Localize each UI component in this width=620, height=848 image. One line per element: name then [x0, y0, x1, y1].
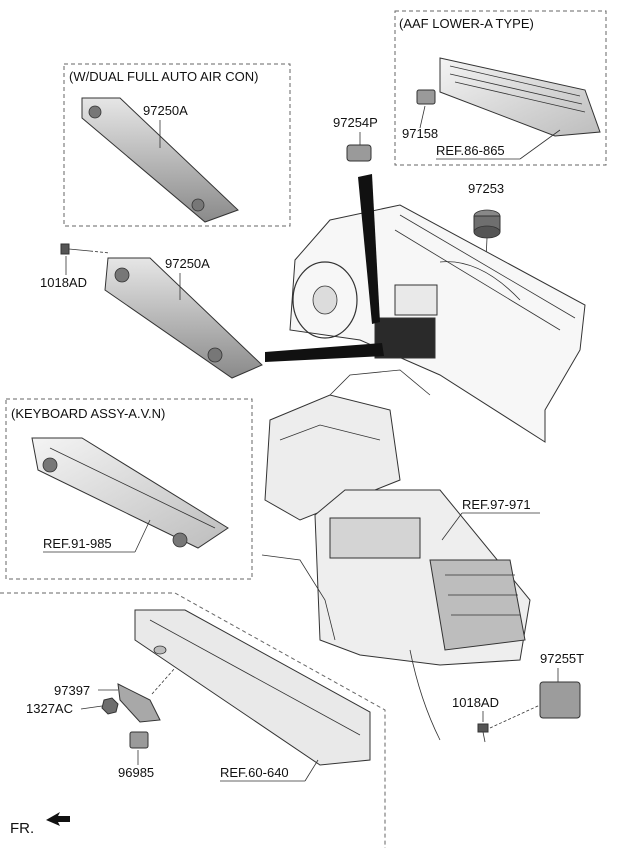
label-96985: 96985 [118, 765, 154, 780]
screw-1018AD-left [60, 243, 91, 255]
part-keyboard-assy [31, 437, 229, 549]
dashboard-illustration [264, 204, 586, 521]
label-97397: 97397 [54, 683, 90, 698]
nut-1327AC [101, 697, 119, 715]
bumper-area-border [0, 592, 386, 848]
leader-band-97254P [358, 174, 380, 324]
label-97158: 97158 [402, 126, 438, 141]
leader-band-97250A [265, 343, 384, 362]
dual-air-con-box [63, 63, 291, 227]
part-97250A-top [81, 97, 239, 223]
ref-97-971: REF.97-971 [462, 497, 531, 512]
label-97255T: 97255T [540, 651, 584, 666]
front-arrow-icon [46, 812, 70, 826]
screw-1018AD-right [477, 723, 489, 743]
keyboard-assy-box [5, 398, 253, 580]
label-97253: 97253 [468, 181, 504, 196]
hvac-unit-illustration [261, 489, 531, 741]
aaf-lower-panel [439, 57, 601, 137]
label-97250A-main: 97250A [165, 256, 210, 271]
label-1018AD-left: 1018AD [40, 275, 87, 290]
aaf-lower-header: (AAF LOWER-A TYPE) [399, 16, 534, 31]
part-97397-bracket [117, 683, 161, 723]
label-1018AD-right: 1018AD [452, 695, 499, 710]
part-96985-sensor [129, 731, 149, 749]
label-1327AC: 1327AC [26, 701, 73, 716]
front-direction-label: FR. [10, 820, 34, 837]
aaf-lower-box [394, 10, 607, 166]
part-97254P-sensor [346, 144, 372, 162]
label-97250A-top: 97250A [143, 103, 188, 118]
ref-91-985: REF.91-985 [43, 536, 112, 551]
label-97254P: 97254P [333, 115, 378, 130]
bumper-beam-illustration [134, 609, 371, 766]
ref-60-640: REF.60-640 [220, 765, 289, 780]
dual-air-con-header: (W/DUAL FULL AUTO AIR CON) [69, 69, 259, 84]
part-97158-clip [416, 89, 436, 105]
part-97250A-main [104, 257, 263, 379]
part-97253-sensor [473, 209, 501, 239]
keyboard-assy-header: (KEYBOARD ASSY-A.V.N) [11, 406, 165, 421]
ref-86-865: REF.86-865 [436, 143, 505, 158]
part-97255T-module [539, 681, 581, 719]
